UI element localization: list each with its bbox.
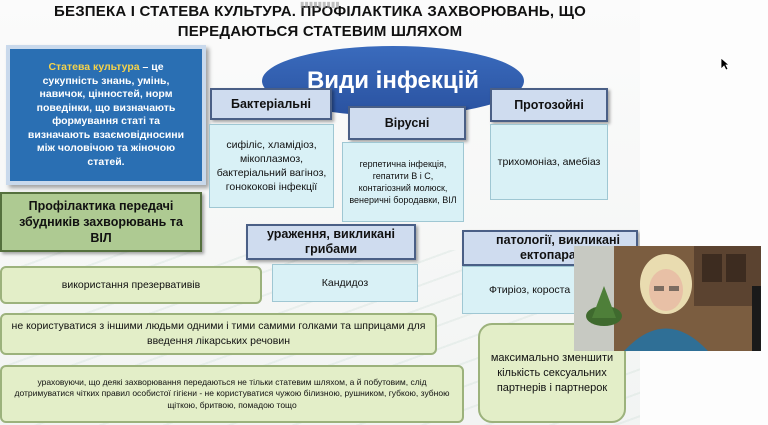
partners-note-text: максимально зменшити кількість сексуальн… — [490, 351, 614, 394]
presenter-image — [574, 246, 761, 351]
category-bacterial: Бактеріальні — [210, 88, 332, 120]
category-fungal-label: ураження, викликані грибами — [267, 227, 395, 256]
partners-note-box: максимально зменшити кількість сексуальн… — [478, 323, 626, 423]
category-fungal: ураження, викликані грибами — [246, 224, 416, 260]
prevention-title: Профілактика передачі збудників захворюв… — [19, 199, 183, 245]
prevention-item-condoms: використання презервативів — [0, 266, 262, 304]
category-fungal-items: Кандидоз — [272, 264, 418, 302]
category-protozoan-items: трихомоніаз, амебіаз — [490, 124, 608, 200]
category-bacterial-label: Бактеріальні — [231, 97, 311, 111]
definition-text: – це сукупність знань, умінь, навичок, ц… — [27, 61, 185, 168]
category-protozoan-items-text: трихомоніаз, амебіаз — [497, 156, 601, 168]
prevention-item-text: не користуватися з іншими людьми одними … — [11, 320, 426, 347]
category-bacterial-items-text: сифіліс, хламідіоз, мікоплазмоз, бактері… — [216, 139, 327, 193]
prevention-title-box: Профілактика передачі збудників захворюв… — [0, 192, 202, 252]
category-viral-label: Вірусні — [384, 116, 430, 130]
watermark: ▮▮▮▮▮▮▮▮▮ — [300, 0, 340, 9]
mouse-cursor-icon — [720, 57, 730, 71]
category-ectoparasites-items-text: Фтиріоз, короста — [489, 284, 571, 296]
presentation-slide: БЕЗПЕКА І СТАТЕВА КУЛЬТУРА. ПРОФІЛАКТИКА… — [0, 0, 640, 425]
category-bacterial-items: сифіліс, хламідіоз, мікоплазмоз, бактері… — [209, 124, 334, 208]
category-viral-items: герпетична інфекція, гепатити В і С, кон… — [342, 142, 464, 222]
infections-title: Види інфекцій — [306, 67, 480, 94]
category-protozoan: Протозойні — [490, 88, 608, 122]
definition-term: Статева культура — [48, 61, 140, 73]
definition-box: Статева культура – це сукупність знань, … — [6, 45, 206, 185]
category-viral: Вірусні — [348, 106, 466, 140]
category-protozoan-label: Протозойні — [514, 98, 584, 112]
slide-title: БЕЗПЕКА І СТАТЕВА КУЛЬТУРА. ПРОФІЛАКТИКА… — [40, 2, 600, 42]
webcam-video — [574, 246, 761, 351]
prevention-item-text: ураховуючи, що деякі захворювання переда… — [14, 376, 450, 410]
prevention-item-hygiene: ураховуючи, що деякі захворювання переда… — [0, 365, 464, 423]
slide-title-line1: БЕЗПЕКА І СТАТЕВА КУЛЬТУРА. ПРОФІЛАКТИКА… — [54, 3, 586, 20]
category-viral-items-text: герпетична інфекція, гепатити В і С, кон… — [349, 159, 457, 205]
slide-title-line2: ПЕРЕДАЮТЬСЯ СТАТЕВИМ ШЛЯХОМ — [177, 23, 463, 40]
infections-title-ellipse: Види інфекцій — [262, 46, 524, 116]
category-fungal-items-text: Кандидоз — [321, 277, 369, 289]
prevention-item-text: використання презервативів — [61, 278, 201, 291]
prevention-item-needles: не користуватися з іншими людьми одними … — [0, 313, 437, 355]
